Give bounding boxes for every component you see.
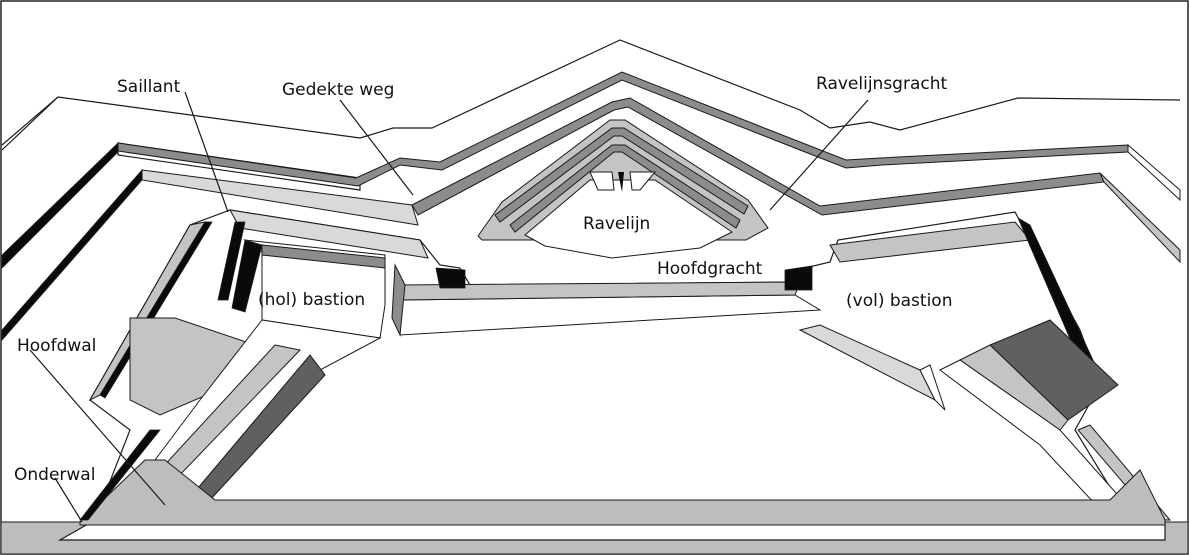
onderwal-dark-left [79,429,161,521]
curtain-front-dark [435,267,466,289]
hoofdwal-dark-top-left [217,221,246,301]
glacis-left-dark-band-1 [1,142,119,269]
glacis-outer-edge [1,39,1181,146]
ravelin-step-2 [509,144,741,233]
label-ravelijn: Ravelijn [583,214,650,234]
leader-onderwal [54,477,83,523]
leader-gedekte-weg [339,99,414,196]
curtain-wall-edge [391,263,406,337]
label-vol-bastion: (vol) bastion [846,291,952,311]
ravelin-entrance-right [629,171,657,191]
glacis-left-dark-band-2 [1,168,143,342]
glacis-slope-right [1099,172,1181,264]
glacis-right-flank [1127,143,1181,202]
curtain-front-dark-right [784,265,813,291]
leader-ravelijnsgracht [769,99,869,211]
ramp-right-edge [919,364,946,411]
bastion-left-inner-dark [231,239,263,313]
label-hoofdwal: Hoofdwal [17,336,96,356]
leader-saillant [184,91,229,213]
leader-hoofdwal [29,349,166,506]
bastion-left-inner-grey [261,244,386,269]
label-ravelijnsgracht: Ravelijnsgracht [816,74,947,94]
label-onderwal: Onderwal [14,465,95,485]
label-hol-bastion: (hol) bastion [258,290,365,310]
label-gedekte-weg: Gedekte weg [282,80,394,100]
ravelin-step-1 [494,127,749,223]
onderwal-slope-left [79,459,1166,526]
ravelin-entrance-left [589,171,615,191]
ravelin-entrance-dark [618,172,624,192]
glacis-left-outer [1,96,59,151]
label-hoofdgracht: Hoofdgracht [657,259,763,279]
label-saillant: Saillant [117,77,181,97]
